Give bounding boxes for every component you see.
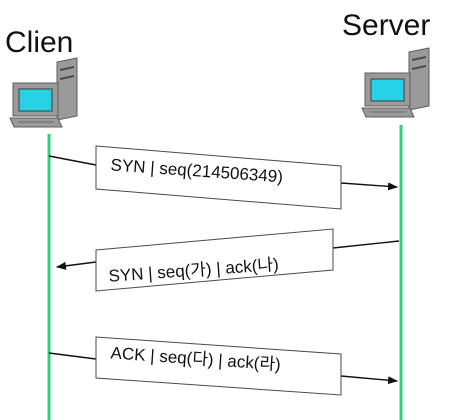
message-2-arrow [56,261,97,270]
computer-icon [361,47,430,118]
message-1-arrow [340,182,398,191]
message-3-line-left [48,352,97,360]
message-1-box [95,145,342,210]
server-label: Server [342,9,430,42]
message-1: SYN | seq(214506349) [48,145,398,210]
message-2-line-right [332,240,400,249]
client-label: Clien [5,26,73,59]
message-3-arrow [340,375,398,385]
message-1-line-left [48,155,97,166]
message-3-box [95,336,342,396]
computer-icon [9,57,78,128]
message-2: SYN | seq(가) | ack(나) [56,228,400,292]
message-2-box [95,228,334,292]
message-3: ACK | seq(다) | ack(라) [48,336,398,396]
